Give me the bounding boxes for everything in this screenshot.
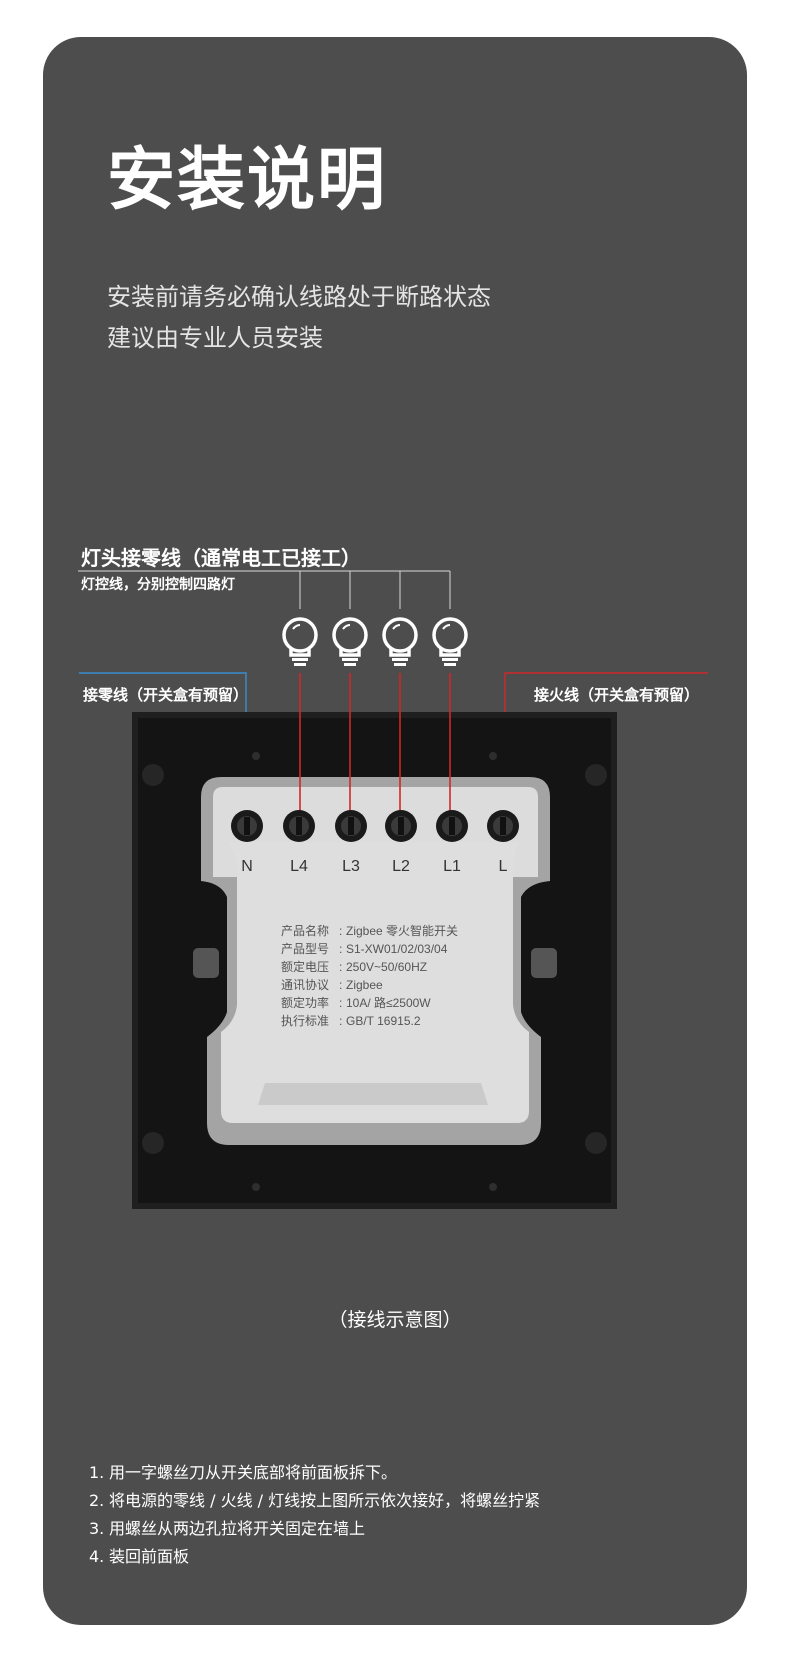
terminal-screw-l1 (436, 810, 468, 842)
terminal-screw-n (231, 810, 263, 842)
lamp-neutral-label: 灯头接零线（通常电工已接工） (81, 546, 361, 570)
safety-note-line: 建议由专业人员安装 (107, 324, 323, 352)
terminal-label: L2 (392, 858, 410, 875)
terminal-label: L1 (443, 858, 461, 875)
spec-label: 产品名称 (281, 923, 329, 938)
step-item: 1.用一字螺丝刀从开关底部将前面板拆下。 (89, 1459, 540, 1487)
spec-colon: : (339, 960, 342, 974)
switch-module (201, 777, 550, 1145)
step-text: 用一字螺丝刀从开关底部将前面板拆下。 (109, 1463, 398, 1482)
spec-label: 产品型号 (281, 942, 329, 956)
install-steps: 1.用一字螺丝刀从开关底部将前面板拆下。 2.将电源的零线 / 火线 / 灯线按… (89, 1459, 540, 1571)
terminal-label: L (499, 858, 508, 875)
spec-value: 10A/ 路≤2500W (346, 995, 431, 1010)
terminal-screw-l4 (283, 810, 315, 842)
spec-colon: : (339, 924, 342, 938)
step-item: 3.用螺丝从两边孔拉将开关固定在墙上 (89, 1515, 540, 1543)
step-number: 2. (89, 1491, 105, 1510)
step-text: 用螺丝从两边孔拉将开关固定在墙上 (109, 1519, 366, 1538)
live-wire-label: 接火线（开关盒有预留） (534, 686, 700, 704)
terminal-screw-l3 (335, 810, 367, 842)
safety-note: 安装前请务必确认线路处于断路状态 建议由专业人员安装 (107, 277, 491, 359)
neutral-wire-label: 接零线（开关盒有预留） (83, 686, 249, 704)
step-text: 装回前面板 (109, 1547, 190, 1566)
bulb-icon (382, 617, 418, 666)
step-item: 2.将电源的零线 / 火线 / 灯线按上图所示依次接好，将螺丝拧紧 (89, 1487, 540, 1515)
spec-label: 额定电压 (281, 959, 329, 974)
step-number: 1. (89, 1463, 105, 1482)
safety-note-line: 安装前请务必确认线路处于断路状态 (107, 283, 491, 311)
bulb-icon (282, 617, 318, 666)
spec-label: 执行标准 (281, 1014, 329, 1028)
spec-colon: : (339, 978, 342, 992)
terminal-label: L3 (342, 858, 360, 875)
spec-colon: : (339, 1014, 342, 1028)
terminal-label: L4 (290, 858, 308, 875)
spec-value: Zigbee (346, 978, 383, 992)
page-title: 安装说明 (107, 141, 388, 220)
spec-colon: : (339, 996, 342, 1010)
bulb-icon (432, 617, 468, 666)
terminal-screw-l (487, 810, 519, 842)
terminal-wires (299, 673, 451, 819)
terminal-screw-l2 (385, 810, 417, 842)
spec-colon: : (339, 942, 342, 956)
spec-sheet: 产品名称 : Zigbee 零火智能开关 产品型号 : S1-XW01/02/0… (281, 923, 458, 1028)
spec-label: 通讯协议 (281, 977, 329, 992)
step-item: 4.装回前面板 (89, 1543, 540, 1571)
step-number: 4. (89, 1547, 105, 1566)
wiring-diagram: N L4 L3 L2 L1 L 产品名称 : Zigbee 零火智能开关 产品型… (78, 570, 708, 1209)
spec-label: 额定功率 (281, 995, 329, 1010)
lamp-control-label: 灯控线，分别控制四路灯 (81, 577, 235, 593)
step-text: 将电源的零线 / 火线 / 灯线按上图所示依次接好，将螺丝拧紧 (109, 1491, 541, 1510)
step-number: 3. (89, 1519, 105, 1538)
spec-value: Zigbee 零火智能开关 (346, 923, 458, 938)
spec-value: 250V~50/60HZ (346, 960, 427, 974)
spec-value: GB/T 16915.2 (346, 1014, 421, 1028)
terminal-label: N (241, 858, 253, 875)
bulb-icon (332, 617, 368, 666)
instruction-panel: 安装说明 安装前请务必确认线路处于断路状态 建议由专业人员安装 (43, 37, 747, 1625)
diagram-caption: （接线示意图） (328, 1309, 462, 1331)
spec-value: S1-XW01/02/03/04 (346, 942, 448, 956)
